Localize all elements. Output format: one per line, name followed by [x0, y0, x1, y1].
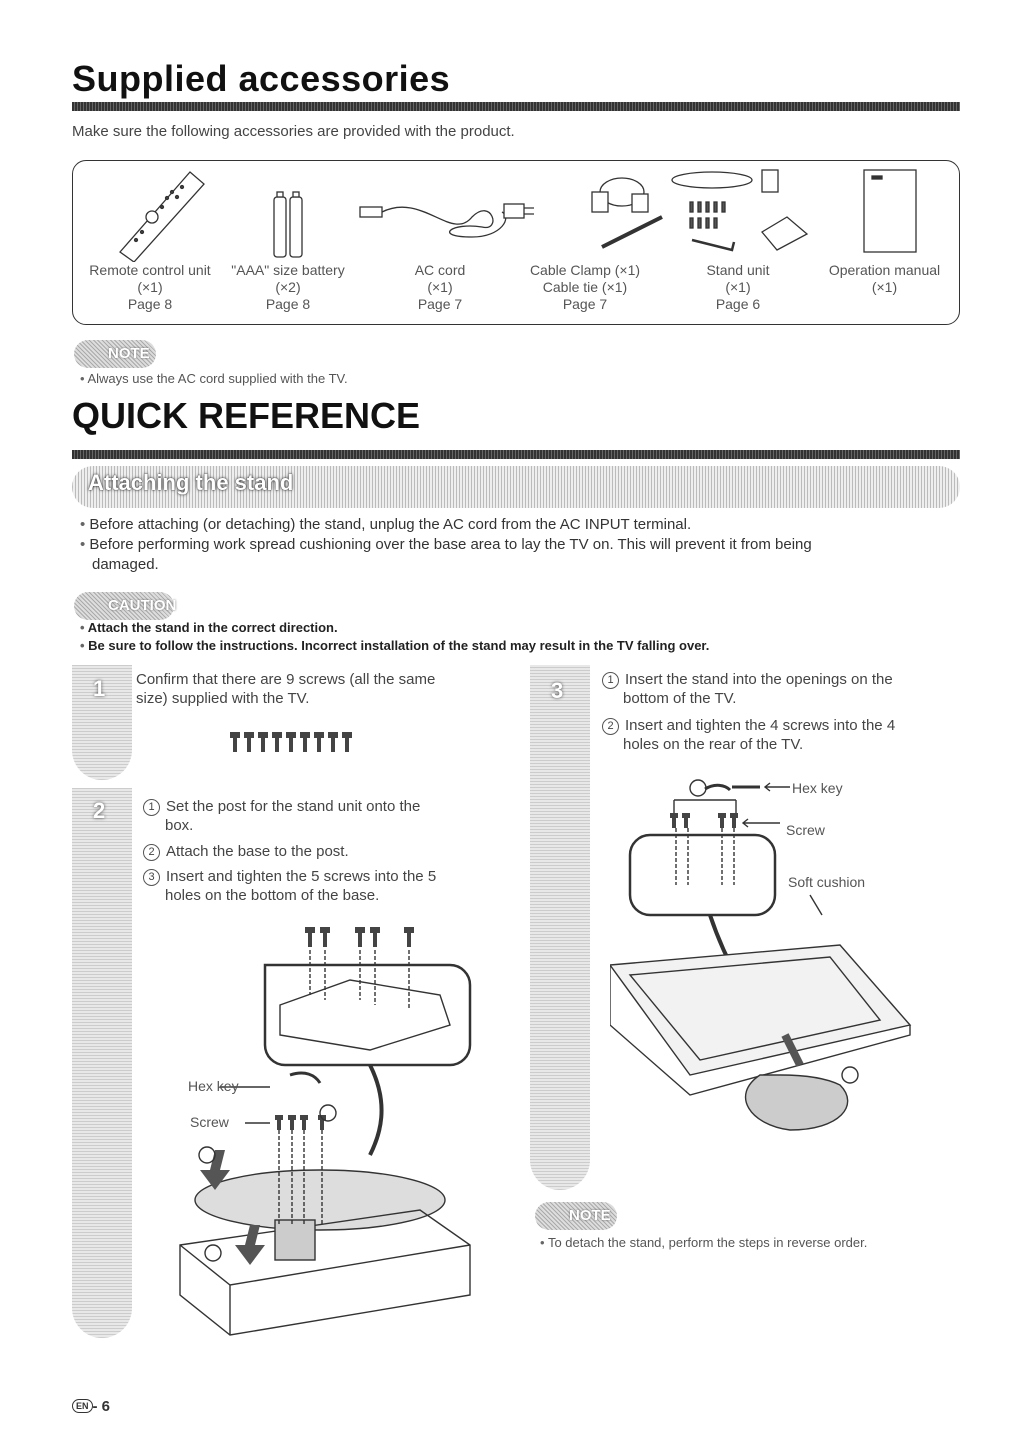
bullet-unplug: Before attaching (or detaching) the stan… [80, 515, 691, 535]
step1-number: 1 [93, 676, 106, 701]
title-rule [72, 102, 960, 111]
bullet-cushion: Before performing work spread cushioning… [80, 535, 811, 555]
ac-cord-icon [359, 203, 534, 238]
note-text: Always use the AC cord supplied with the… [80, 371, 347, 386]
step-note-text: To detach the stand, perform the steps i… [540, 1235, 867, 1250]
accessories-illustrations [119, 169, 917, 262]
cable-clamp-icon [591, 177, 663, 249]
step3-b-cont: holes on the rear of the TV. [623, 736, 804, 753]
nine-screws-icon [230, 732, 352, 752]
step3-number: 3 [551, 678, 564, 703]
section-band [72, 466, 960, 508]
section-title: Supplied accessories [72, 58, 451, 99]
accessory-battery: "AAA" size battery(×2)Page 8 [231, 262, 345, 312]
step2-illustration [179, 927, 472, 1336]
accessory-stand: Stand unit(×1)Page 6 [706, 262, 770, 312]
step1-bar [72, 665, 132, 780]
intro-text: Make sure the following accessories are … [72, 123, 515, 140]
battery-icon [273, 191, 303, 258]
step-note-badge: NOTE [535, 1202, 617, 1230]
caution-direction: Attach the stand in the correct directio… [80, 620, 338, 635]
accessory-cable-clamp: Cable Clamp (×1)Cable tie (×1)Page 7 [529, 262, 641, 312]
quick-reference-rule [72, 450, 960, 459]
caution-badge: CAUTION [74, 592, 176, 620]
step2-c-cont: holes on the bottom of the base. [165, 887, 380, 904]
remote-icon [119, 171, 205, 262]
accessory-remote: Remote control unit(×1)Page 8 [89, 262, 211, 312]
step1-text-line1: Confirm that there are 9 screws (all the… [136, 671, 436, 688]
stand-unit-icon [671, 169, 809, 252]
band-title: Attaching the stand [88, 470, 294, 495]
step2-number: 2 [93, 798, 106, 823]
step3-soft-cushion-label: Soft cushion [788, 874, 866, 890]
note-badge: NOTE [74, 340, 156, 368]
step2-bar [72, 788, 132, 1338]
accessory-manual: Operation manual(×1) [828, 262, 941, 295]
page-number: EN- 6 [72, 1398, 110, 1415]
step3-hex-key-label: Hex key [792, 780, 843, 796]
quick-reference-title: QUICK REFERENCE [72, 395, 421, 436]
manual-icon [863, 169, 917, 253]
caution-instructions: Be sure to follow the instructions. Inco… [80, 638, 709, 653]
step1-text-line2: size) supplied with the TV. [136, 690, 310, 707]
step3-screw-label: Screw [786, 822, 825, 838]
lang-badge: EN [72, 1399, 93, 1413]
step2-a-cont: box. [165, 817, 194, 834]
step3-bar [530, 665, 590, 1190]
accessory-ac-cord: AC cord(×1)Page 7 [414, 262, 466, 312]
accessories-box [72, 160, 960, 325]
step2-hex-key-label: Hex key [188, 1078, 239, 1094]
bullet-cushion-cont: damaged. [92, 556, 159, 573]
step3-illustration [610, 779, 912, 1131]
step2-screw-label: Screw [190, 1114, 229, 1130]
step3-a-cont: bottom of the TV. [623, 690, 737, 707]
